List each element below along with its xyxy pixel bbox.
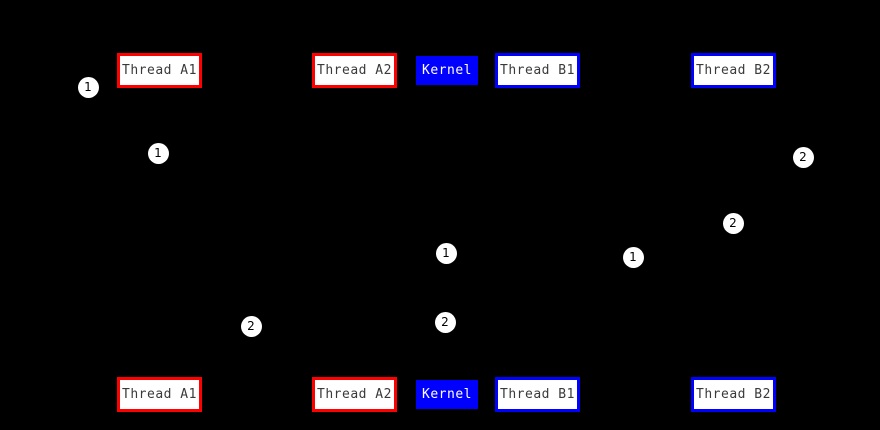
message-arrow [354,250,446,256]
lifeline-thread-a1 [159,88,160,377]
participant-label: Thread A1 [122,63,197,78]
sequence-badge: 2 [792,146,814,168]
participant-thread-b2-top[interactable]: Thread B2 [691,53,776,88]
participant-kernel-bottom[interactable]: Kernel [416,380,478,409]
arrow-head-icon [531,254,537,260]
sequence-badge: 1 [147,142,169,164]
participant-label: Thread B2 [696,63,771,78]
participant-label: Thread A2 [317,387,392,402]
lifeline-thread-b1 [537,88,538,377]
participant-label: Thread B1 [500,387,575,402]
participant-thread-a1-bottom[interactable]: Thread A1 [117,377,202,412]
sequence-badge-number: 2 [247,319,255,333]
sequence-badge: 1 [435,242,457,264]
sequence-badge-number: 2 [799,150,807,164]
participant-thread-a2-top[interactable]: Thread A2 [312,53,397,88]
sequence-badge-number: 1 [629,250,637,264]
participant-label: Thread B1 [500,63,575,78]
arrow-head-icon [537,220,543,226]
message-arrow [446,254,537,260]
sequence-badge-number: 1 [154,146,162,160]
sequence-badge: 1 [622,246,644,268]
participant-label: Kernel [422,387,472,402]
sequence-badge-number: 1 [442,246,450,260]
message-arrow [537,220,733,226]
sequence-badge: 2 [240,315,262,337]
participant-thread-b1-top[interactable]: Thread B1 [495,53,580,88]
participant-thread-b2-bottom[interactable]: Thread B2 [691,377,776,412]
participant-label: Kernel [422,63,472,78]
participant-label: Thread B2 [696,387,771,402]
lifeline-kernel [446,85,447,380]
participant-thread-a2-bottom[interactable]: Thread A2 [312,377,397,412]
participant-label: Thread A1 [122,387,197,402]
sequence-badge: 1 [77,76,99,98]
participant-kernel-top[interactable]: Kernel [416,56,478,85]
lifeline-thread-a2 [354,88,355,377]
participant-thread-b1-bottom[interactable]: Thread B1 [495,377,580,412]
participant-label: Thread A2 [317,63,392,78]
sequence-badge-number: 2 [729,216,737,230]
sequence-badge: 2 [434,311,456,333]
sequence-badge-number: 1 [84,80,92,94]
participant-thread-a1-top[interactable]: Thread A1 [117,53,202,88]
sequence-badge-number: 2 [441,315,449,329]
sequence-badge: 2 [722,212,744,234]
arrow-head-icon [348,323,354,329]
